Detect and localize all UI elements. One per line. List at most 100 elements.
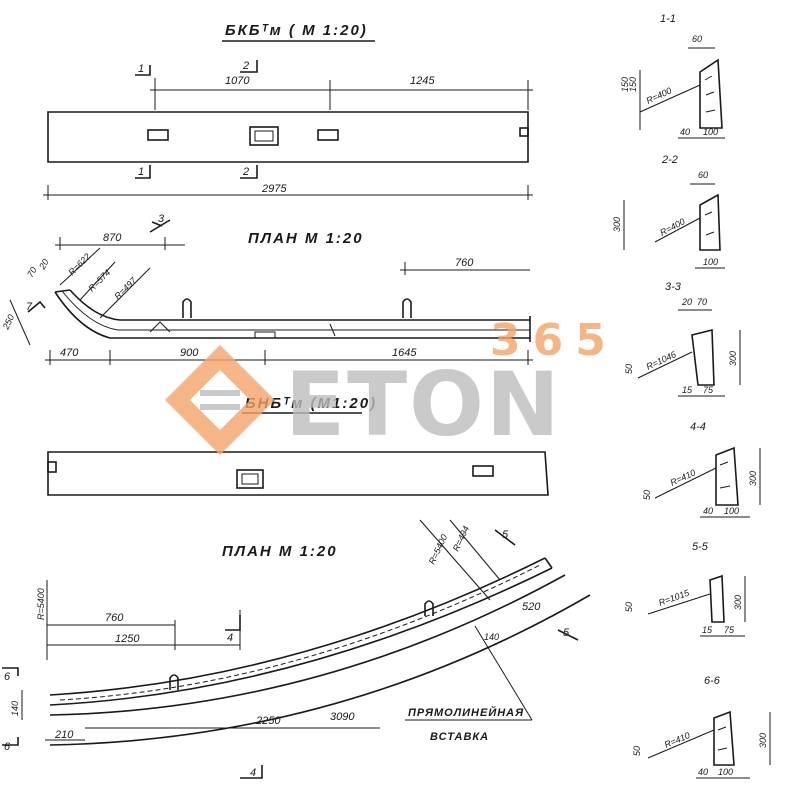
s2-dim-60: 60 [698, 170, 708, 180]
dim-250: 250 [0, 313, 16, 332]
s6-dim-300: 300 [758, 733, 768, 748]
bnb-elevation [47, 451, 549, 496]
watermark: 365 ETON [165, 315, 618, 456]
plan2-upper-edge [49, 557, 546, 696]
dim-520: 520 [522, 601, 541, 613]
s4-dim-50: 50 [642, 490, 652, 500]
cut-3-plan: 3 [158, 213, 165, 225]
radius-574: R=574 [86, 267, 112, 293]
plan2-lower-edge [49, 594, 591, 746]
straight-insert-label-line1: ПРЯМОЛИНЕЙНАЯ [408, 706, 524, 719]
s3-dim-300: 300 [728, 351, 738, 366]
s3-dim-70: 70 [697, 297, 707, 307]
s3-dim-15: 15 [682, 385, 693, 395]
plan2-upper-edge-inner [49, 567, 553, 706]
s6-dim-50: 50 [632, 746, 642, 756]
s6-dim-40: 40 [698, 767, 708, 777]
s4-dim-40: 40 [703, 506, 713, 516]
dim-2975: 2975 [261, 183, 287, 195]
bnb-beam-body [47, 451, 549, 496]
cut-6-top: 6 [4, 671, 11, 683]
dim-1645: 1645 [392, 347, 417, 359]
plan2-middle-edge [49, 574, 566, 716]
radius-5400-left: R=5400 [36, 588, 46, 620]
title-bkb: БКБᵀм ( М 1:20) [225, 22, 368, 39]
section-1-1: 1-1 60 R=400 150 150 40 100 [620, 13, 725, 139]
watermark-brand: ETON [285, 353, 562, 456]
dim-1070: 1070 [225, 75, 250, 87]
radius-622: R=622 [66, 251, 92, 277]
section-2-2: 2-2 60 R=400 300 100 [612, 154, 725, 269]
cut-5-bottom: 5 [563, 627, 570, 639]
cut-1-bottom: 1 [138, 166, 144, 178]
section-6-6-label: 6-6 [704, 675, 721, 687]
dim-70: 70 [25, 265, 39, 279]
s1-radius: R=400 [645, 85, 673, 105]
s5-dim-300: 300 [733, 595, 743, 610]
cut-6-bottom: 6 [4, 741, 11, 753]
s5-dim-15: 15 [702, 625, 713, 635]
plan1-inner-edge [69, 289, 530, 321]
s2-dim-300: 300 [612, 217, 622, 232]
section-5-5: 5-5 R=1015 300 50 15 75 [624, 541, 746, 637]
section-4-4: 4-4 R=410 300 50 40 100 [642, 421, 761, 518]
s3-dim-75: 75 [703, 385, 714, 395]
s1-dim-60: 60 [692, 34, 702, 44]
dim-1245: 1245 [410, 75, 435, 87]
s2-radius: R=400 [658, 216, 686, 237]
cut-7-plan: 7 [26, 301, 33, 313]
s1-dim-100: 100 [703, 127, 718, 137]
dim-760-plan1: 760 [455, 257, 474, 269]
dim-900: 900 [180, 347, 199, 359]
s3-dim-20: 20 [681, 297, 692, 307]
section-4-4-label: 4-4 [690, 421, 706, 433]
s6-radius: R=410 [663, 730, 692, 750]
s5-radius: R=1015 [657, 587, 691, 608]
section-1-1-label: 1-1 [660, 13, 676, 25]
s2-dim-100: 100 [703, 257, 718, 267]
dim-140-right: 140 [484, 632, 499, 642]
s1-dim-150b: 150 [620, 77, 630, 92]
straight-insert-label-line2: ВСТАВКА [430, 731, 489, 743]
bkb-beam-body [47, 111, 529, 163]
s3-dim-50: 50 [624, 364, 634, 374]
s4-dim-300: 300 [748, 471, 758, 486]
dim-1250: 1250 [115, 633, 140, 645]
bkb-elevation: 1070 1245 1 2 1 2 2975 [43, 60, 533, 200]
plan1-outer-edge [54, 291, 530, 339]
section-2-2-label: 2-2 [661, 154, 678, 166]
title-bnb: БНБᵀм (М1:20) [245, 395, 377, 412]
dim-20: 20 [37, 257, 51, 272]
s5-dim-50: 50 [624, 602, 634, 612]
section-3-3: 3-3 20 70 R=1046 300 50 15 75 [624, 281, 741, 397]
watermark-number: 365 [490, 315, 618, 366]
dim-760-plan2: 760 [105, 612, 124, 624]
cut-4-plan: 4 [227, 632, 233, 644]
s5-dim-75: 75 [724, 625, 735, 635]
s1-dim-40: 40 [680, 127, 690, 137]
s4-dim-100: 100 [724, 506, 739, 516]
dim-2250: 2250 [255, 715, 281, 727]
section-5-5-label: 5-5 [692, 541, 709, 553]
dim-470: 470 [60, 347, 79, 359]
cut-4-bottom: 4 [250, 767, 256, 779]
dim-3090: 3090 [330, 711, 355, 723]
cut-2-top: 2 [242, 60, 249, 72]
radius-494: R=494 [451, 524, 471, 552]
dim-140-left: 140 [10, 701, 20, 716]
dim-210: 210 [54, 729, 74, 741]
s6-dim-100: 100 [718, 767, 733, 777]
cut-5-top: 5 [502, 529, 509, 541]
cut-2-bottom: 2 [242, 166, 249, 178]
section-6-6: 6-6 R=410 300 50 40 100 [632, 675, 771, 779]
section-3-3-label: 3-3 [665, 281, 682, 293]
bnb-plan: R=5400 760 1250 4 R=5400 R=494 5 520 140… [2, 519, 591, 779]
dim-870: 870 [103, 232, 122, 244]
s3-radius: R=1046 [645, 349, 678, 371]
cut-1-top: 1 [138, 63, 144, 75]
title-plan-1: ПЛАН М 1:20 [248, 230, 364, 247]
radius-497: R=497 [112, 275, 139, 302]
watermark-logo-icon [165, 345, 275, 455]
